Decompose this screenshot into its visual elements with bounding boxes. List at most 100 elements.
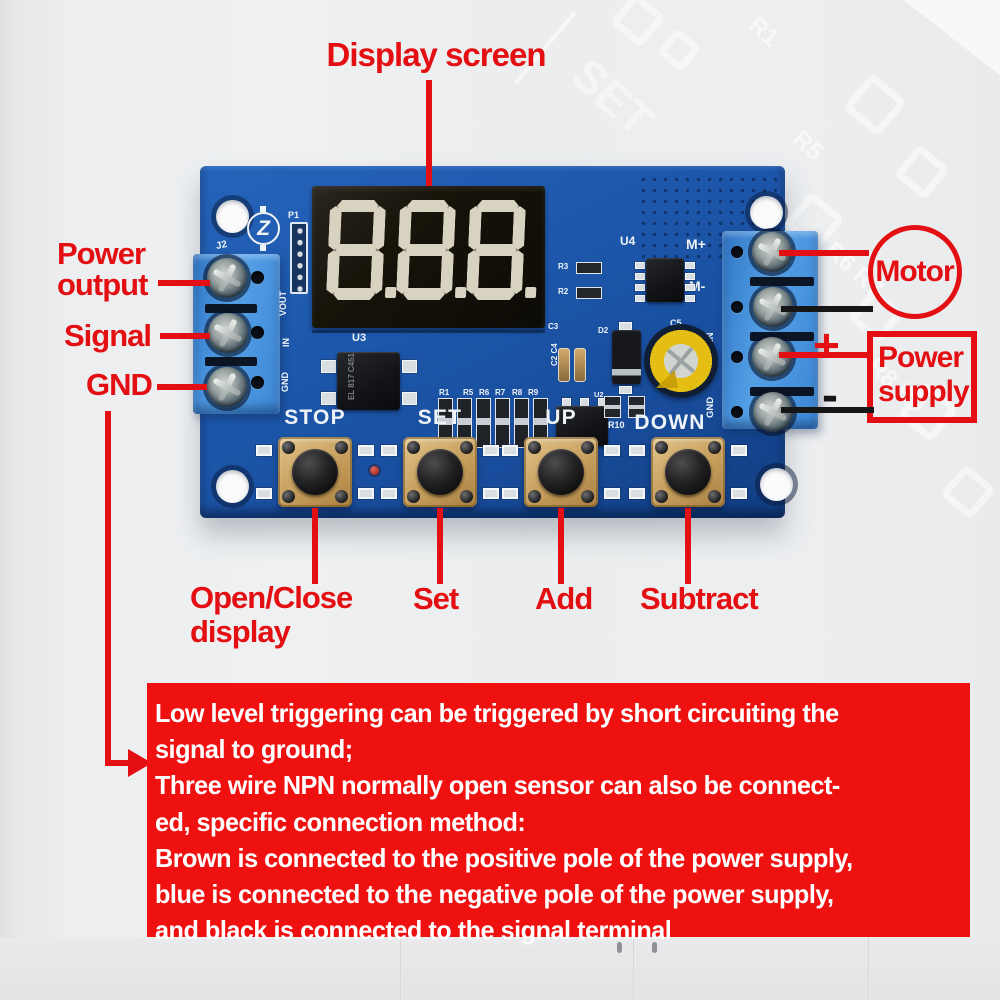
button-pin <box>407 441 420 454</box>
banner-line: blue is connected to the negative pole o… <box>155 879 834 910</box>
button-cap <box>417 449 463 495</box>
silkscreen-r1: R1 <box>439 388 450 397</box>
label-minus: - <box>822 369 838 422</box>
pointer-line-display <box>426 80 432 186</box>
solder-pad <box>731 488 747 499</box>
button-pin <box>282 490 295 503</box>
decimal-point <box>524 287 537 298</box>
wire-hole <box>251 376 264 389</box>
button-cap <box>292 449 338 495</box>
silkscreen-p1: P1 <box>288 210 300 220</box>
terminal-separator <box>750 277 814 286</box>
indicator-led <box>370 466 379 475</box>
watermark-square <box>656 27 702 73</box>
solder-pad <box>256 488 272 499</box>
ic-pad <box>635 284 645 291</box>
smd-resistor-pair <box>476 398 491 448</box>
button-pin <box>655 490 668 503</box>
label-power-output-line1: Power <box>57 236 146 271</box>
silkscreen-u3: U3 <box>352 332 367 344</box>
tactile-button-set <box>381 437 499 507</box>
wire-motor-positive <box>779 250 869 256</box>
ic-u4 <box>646 258 684 302</box>
terminal-separator <box>205 304 257 313</box>
label-set: Set <box>413 581 459 616</box>
capacitor <box>574 348 586 382</box>
silkscreen-d2: D2 <box>598 326 609 335</box>
cabinet-seam <box>400 938 402 1000</box>
chip-marking: EL 817 C451 <box>347 353 356 400</box>
button-pin <box>655 441 668 454</box>
trimmer-c5 <box>644 324 718 398</box>
label-gnd: GND <box>86 367 153 402</box>
button-pin <box>335 441 348 454</box>
ic-pad <box>635 295 645 302</box>
banner-line: ed, specific connection method: <box>155 806 526 837</box>
terminal-screw-in <box>208 313 248 353</box>
diode-d2 <box>612 330 641 384</box>
silkscreen-r2: R2 <box>558 287 569 296</box>
background-highlight <box>884 0 1000 146</box>
label-power-supply-line2: supply <box>878 375 970 408</box>
silkscreen-r3: R3 <box>558 262 569 271</box>
tactile-button-up <box>502 437 620 507</box>
smd-component <box>628 396 645 418</box>
wire-hole <box>251 326 264 339</box>
trimmer-wedge <box>656 370 678 388</box>
solder-pad <box>321 392 336 405</box>
label-plus: + <box>813 319 840 371</box>
button-pin <box>460 441 473 454</box>
terminal-block-left <box>193 254 280 414</box>
mounting-hole <box>750 196 783 229</box>
solder-pad <box>629 445 645 456</box>
pointer-line-power-output <box>158 280 210 286</box>
capacitor <box>558 348 570 382</box>
label-open-close-line2: display <box>190 614 291 649</box>
smd-resistor <box>576 287 602 299</box>
smd-component-u2 <box>604 396 621 418</box>
arrow-line-vertical <box>105 411 111 764</box>
silkscreen-r9: R9 <box>528 388 539 397</box>
solder-pad <box>604 445 620 456</box>
label-open-close-display: Open/Close display <box>190 580 353 649</box>
button-cap <box>538 449 584 495</box>
watermark-text: R1 <box>743 11 785 52</box>
terminal-screw-vout <box>207 258 247 298</box>
seven-segment-digit <box>396 200 467 300</box>
wire-hole <box>731 351 743 363</box>
label-power-output-line2: output <box>57 267 148 302</box>
ic-pad <box>685 284 695 291</box>
terminal-separator <box>205 357 257 366</box>
silkscreen-r6: R6 <box>479 388 490 397</box>
label-power-supply-line1: Power <box>878 341 964 374</box>
silkscreen-set: SET <box>417 406 463 429</box>
wire-hole <box>251 271 264 284</box>
terminal-separator <box>750 387 814 396</box>
terminal-block-right <box>722 231 818 432</box>
pointer-line-down <box>685 508 691 584</box>
watermark-square <box>609 0 667 49</box>
label-open-close-line1: Open/Close <box>190 580 353 615</box>
cabinet-handle <box>617 942 622 953</box>
terminal-separator <box>750 332 814 341</box>
banner-line: Low level triggering can be triggered by… <box>155 698 839 728</box>
solder-pad <box>402 360 417 373</box>
watermark-square <box>842 72 908 138</box>
decimal-point <box>454 287 467 298</box>
ic-pad <box>635 273 645 280</box>
button-pin <box>528 490 541 503</box>
silkscreen-r10: R10 <box>608 420 625 430</box>
solder-pad <box>619 322 632 330</box>
solder-pad <box>381 445 397 456</box>
pointer-line-set <box>437 508 443 584</box>
cabinet-seam <box>633 938 635 1000</box>
seven-segment-digit <box>466 200 537 300</box>
label-power-supply-box: Power supply <box>867 331 977 423</box>
silkscreen-r5: R5 <box>463 388 474 397</box>
banner-line: signal to ground; <box>155 734 353 765</box>
silkscreen-up: UP <box>545 406 577 429</box>
mounting-hole <box>216 470 249 503</box>
solder-pad <box>731 445 747 456</box>
silkscreen-j2: J2 <box>214 238 229 253</box>
button-pin <box>460 490 473 503</box>
